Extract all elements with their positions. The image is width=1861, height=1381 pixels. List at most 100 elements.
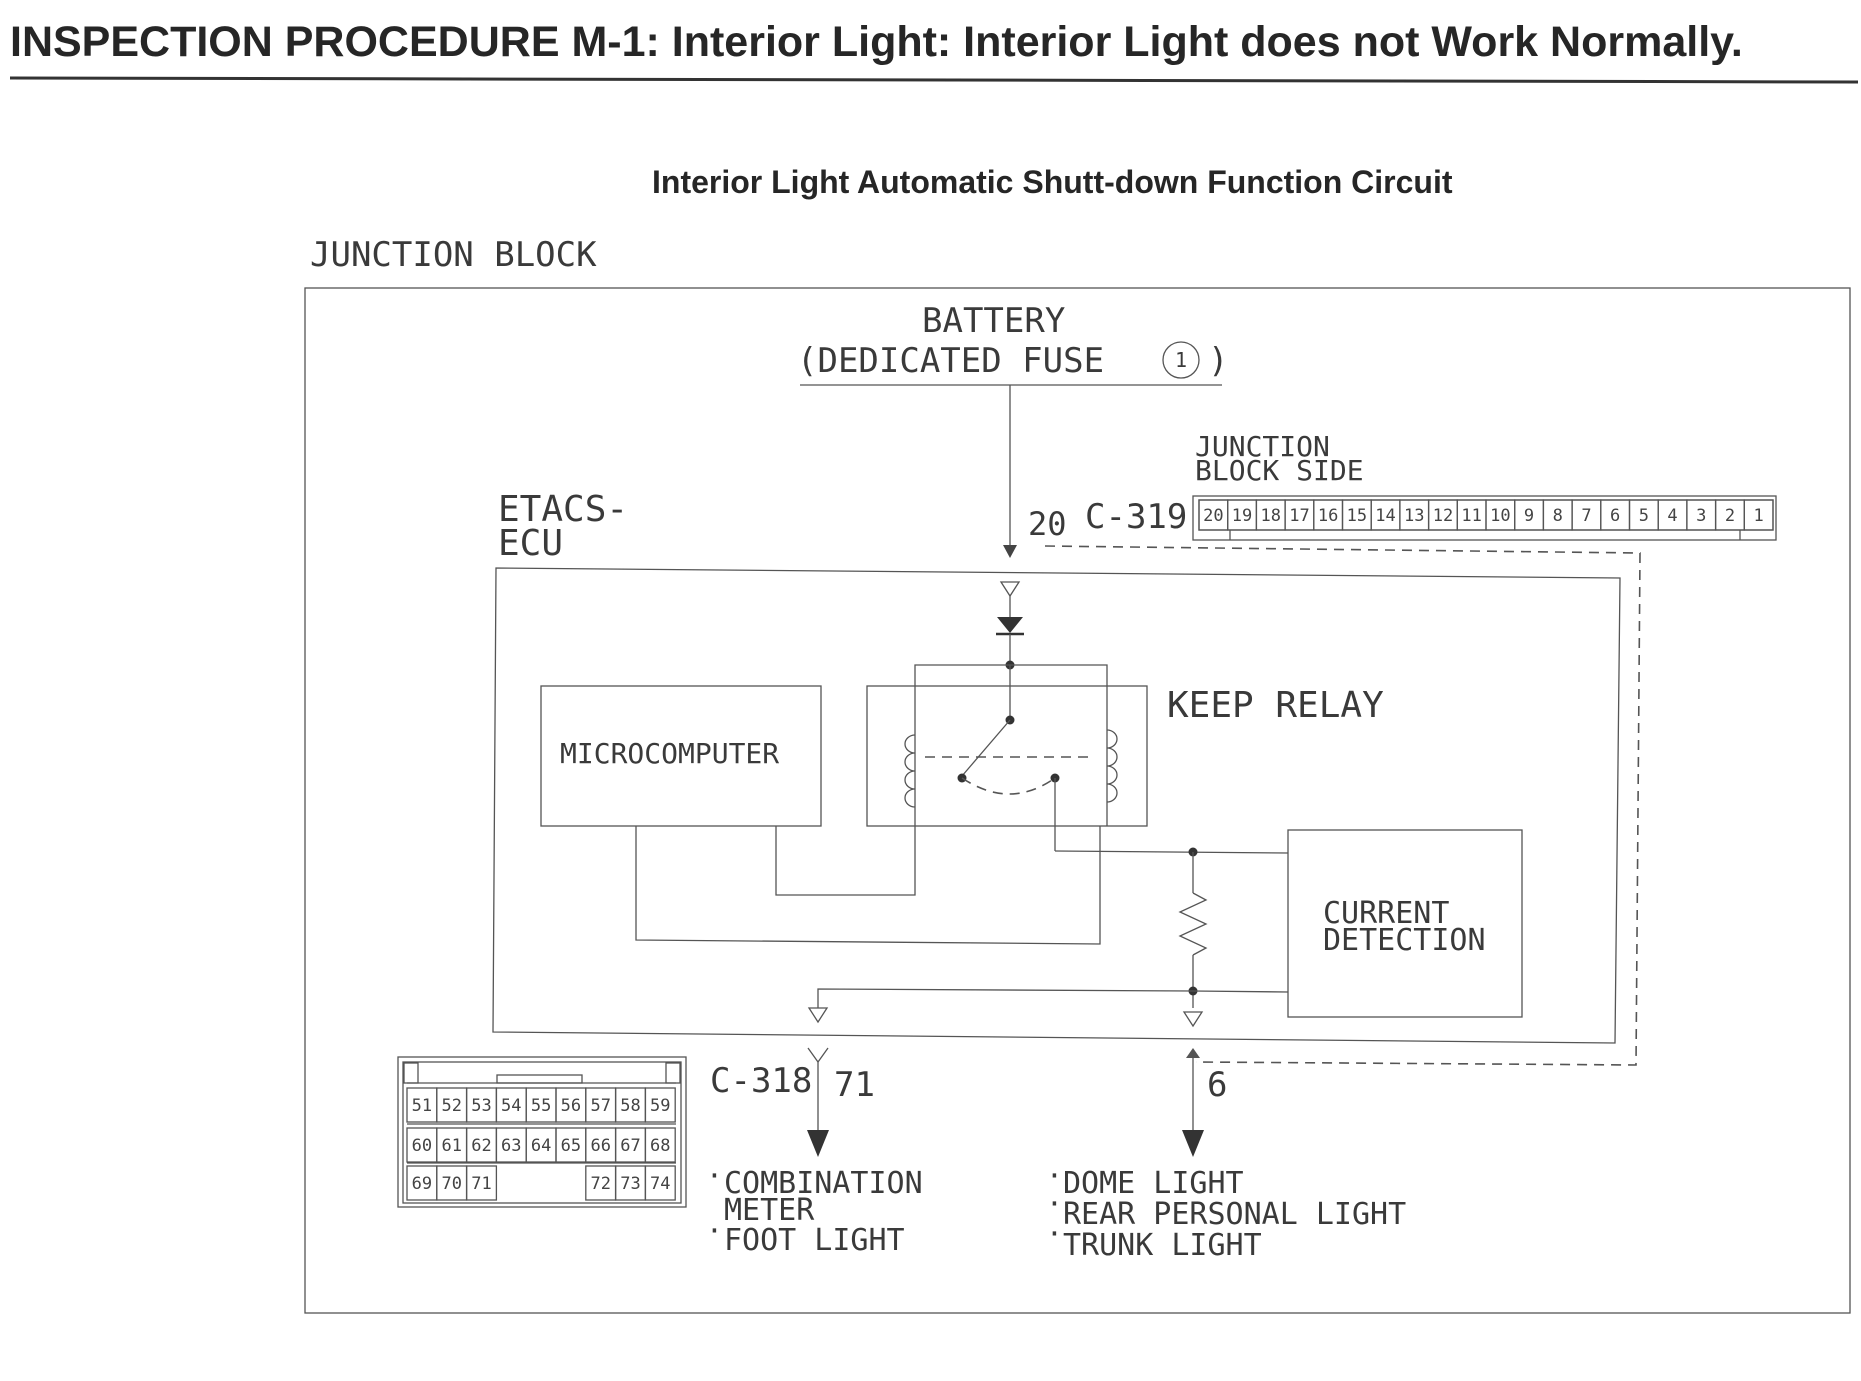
c319-pin-6: 6 (1610, 506, 1620, 526)
c319-pin-18: 18 (1261, 506, 1281, 526)
output-terminal-symbol-right (1182, 1011, 1204, 1028)
junction-block-frame (304, 287, 1851, 1314)
pin-71-label: 71 (834, 1065, 875, 1105)
c318-pin-65: 65 (561, 1136, 581, 1156)
microcomputer-label: MICROCOMPUTER (560, 737, 779, 770)
c318-pin-73: 73 (620, 1174, 640, 1194)
out-right-bullet-3: · (1046, 1217, 1063, 1250)
c318-pin-68: 68 (650, 1136, 670, 1156)
out-left-item-1b: METER (724, 1193, 815, 1228)
pin-20-label: 20 (1028, 505, 1067, 543)
c318-pin-69: 69 (412, 1174, 432, 1194)
c319-pin-2: 2 (1725, 506, 1735, 526)
fuse-label: (DEDICATED FUSE (797, 341, 1104, 381)
out-left-item-2: FOOT LIGHT (724, 1223, 905, 1258)
battery-label: BATTERY (922, 301, 1065, 341)
c318-pin-67: 67 (620, 1136, 640, 1156)
c318-pin-66: 66 (590, 1136, 610, 1156)
c318-pin-53: 53 (471, 1096, 491, 1116)
meter-output-wire (817, 988, 1194, 1008)
fuse-number: 1 (1175, 348, 1187, 372)
c319-pin-10: 10 (1490, 506, 1510, 526)
c319-pin-3: 3 (1696, 506, 1706, 526)
c318-pin-56: 56 (561, 1096, 581, 1116)
pin-71-arrow (807, 1130, 829, 1157)
diagram-heading: Interior Light Automatic Shutt-down Func… (652, 164, 1453, 200)
c318-pin-70: 70 (441, 1174, 461, 1194)
pin-71-stem (807, 1047, 829, 1064)
etacs-label-line1: ETACS- (498, 489, 628, 530)
input-terminal-symbol (999, 581, 1021, 598)
c318-pin-55: 55 (531, 1096, 551, 1116)
junction-block-label: JUNCTION BLOCK (310, 235, 597, 275)
c318-pin-72: 72 (590, 1174, 610, 1194)
c319-pin-1: 1 (1754, 506, 1764, 526)
output-terminal-symbol-left (807, 1007, 829, 1024)
c319-pin-11: 11 (1461, 506, 1481, 526)
out-right-item-2: REAR PERSONAL LIGHT (1063, 1197, 1406, 1232)
c318-pin-61: 61 (441, 1136, 461, 1156)
keep-relay-label: KEEP RELAY (1167, 685, 1384, 726)
connector-c318-label: C-318 (710, 1061, 812, 1101)
battery-wire-arrow (1003, 545, 1017, 558)
out-right-bullet-2: · (1046, 1187, 1063, 1220)
out-left-bullet-1: · (706, 1159, 723, 1192)
relay-top-wire (914, 664, 1108, 826)
title-underline (9, 76, 1859, 84)
micro-to-coil-wire-2 (635, 826, 1101, 945)
c319-pin-20: 20 (1203, 506, 1223, 526)
jb-side-label-line1: JUNCTION (1195, 430, 1330, 463)
page-header: INSPECTION PROCEDURE M-1: Interior Light… (10, 0, 1860, 90)
c318-pin-74: 74 (650, 1174, 670, 1194)
relay-arc (961, 777, 1056, 795)
c318-pin-58: 58 (620, 1096, 640, 1116)
c319-pin-7: 7 (1581, 506, 1591, 526)
pin-6-label: 6 (1207, 1065, 1227, 1105)
c318-pin-57: 57 (590, 1096, 610, 1116)
c318-pin-62: 62 (471, 1136, 491, 1156)
c319-pin-5: 5 (1639, 506, 1649, 526)
out-right-item-3: TRUNK LIGHT (1063, 1228, 1262, 1263)
fuse-number-circle (1162, 341, 1200, 379)
jb-side-label-line2: BLOCK SIDE (1195, 454, 1364, 487)
current-detection-label-line1: CURRENT (1323, 896, 1449, 931)
pin-6-arrow (1182, 1130, 1204, 1157)
microcomputer-box (540, 685, 822, 827)
c319-pin-14: 14 (1375, 506, 1395, 526)
c319-pin-13: 13 (1404, 506, 1424, 526)
sense-wire-top (1054, 850, 1289, 854)
diode-icon (997, 617, 1023, 633)
c318-pin-59: 59 (650, 1096, 670, 1116)
c318-pin-51: 51 (412, 1096, 432, 1116)
shunt-resistor (1178, 892, 1208, 956)
c318-pin-64: 64 (531, 1136, 551, 1156)
c319-pin-17: 17 (1289, 506, 1309, 526)
c319-pin-9: 9 (1524, 506, 1534, 526)
c319-pin-16: 16 (1318, 506, 1338, 526)
connector-c319-label: C-319 (1085, 497, 1187, 537)
out-left-bullet-2: · (706, 1214, 723, 1247)
relay-switch-arm (961, 719, 1011, 777)
connector-c318-diagram: 51 52 53 54 55 56 57 58 59 60 61 62 63 64 65 66 67 68 69 70… (397, 1056, 687, 1208)
etacs-ecu-frame (492, 567, 1621, 1044)
relay-coil-left (904, 734, 916, 808)
etacs-label-line2: ECU (498, 523, 563, 564)
c318-pin-71: 71 (471, 1174, 491, 1194)
current-detection-box (1287, 829, 1523, 1018)
fuse-close-paren: ) (1208, 341, 1228, 381)
c319-pin-19: 19 (1232, 506, 1252, 526)
c318-pin-52: 52 (441, 1096, 461, 1116)
c318-pin-63: 63 (501, 1136, 521, 1156)
page-title: INSPECTION PROCEDURE M-1: Interior Light… (10, 18, 1743, 66)
keep-relay-box (866, 685, 1148, 827)
c318-pin-54: 54 (501, 1096, 521, 1116)
c319-pin-4: 4 (1667, 506, 1677, 526)
dashed-return-line (1044, 545, 1641, 1066)
c318-pin-60: 60 (412, 1136, 432, 1156)
out-right-bullet-1: · (1046, 1159, 1063, 1192)
out-right-item-1: DOME LIGHT (1063, 1166, 1244, 1201)
c319-pin-8: 8 (1553, 506, 1563, 526)
relay-coil-right (1106, 729, 1118, 803)
